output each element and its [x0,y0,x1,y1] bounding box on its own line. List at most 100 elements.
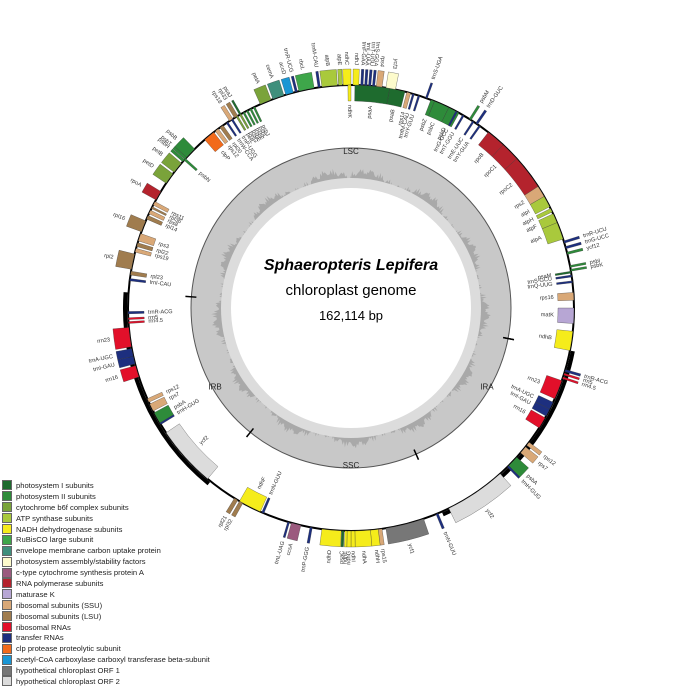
gene-trnS-UGA [425,82,433,99]
legend-label: photosystem II subunits [16,491,96,501]
gene-label: ycf1 [406,543,414,554]
gene-rpl2 [115,249,135,270]
gene-trnY-GUU [413,95,421,112]
legend-item: photosystem II subunits [2,491,302,502]
gene-psbI [569,262,587,268]
gene-label: psaM [537,273,552,281]
region-label-irb: IRB [208,383,221,392]
gene-psaC [340,530,345,548]
gene-label: psbF [253,127,264,141]
gene-label: rpl36 [168,214,182,225]
gene-label: ndhF [257,476,268,491]
gene-label: psaA [367,105,374,119]
gene-label: trnL-UAA [364,42,372,66]
gene-label: rps7 [536,461,548,473]
gene-trnP-GGG [306,527,313,544]
gene-label: rpl16 [112,212,126,222]
gene-psbK [570,266,587,272]
gene-petB [161,152,182,173]
gene-petD [152,163,174,184]
gene-label: trnM-CAU [309,43,318,68]
gene-label: rrn4.5 [581,382,597,392]
gene-trnQ-UUG [556,280,573,285]
legend-item: c-type cytochrome synthesis protein A [2,567,302,578]
legend-swatch [2,578,12,589]
gene-rrn16 [525,409,546,429]
gene-petA [253,84,272,105]
gene-label: ndhI [350,551,356,562]
gene-trnI-CAU [129,278,146,283]
gene-label: ndhD [326,550,333,564]
ira-boundary [503,336,515,341]
gc-outer-border [190,147,512,469]
gene-label: rps16 [540,295,554,302]
gene-ndhE [344,530,348,548]
gene-trnS-GCU [555,274,572,280]
legend-label: hypothetical chloroplast ORF 2 [16,676,120,686]
gene-label: rps19 [154,253,169,262]
gene-cemA [267,79,285,100]
gene-ycf2 [448,473,512,524]
gene-ycf12 [566,247,584,255]
legend-item: cytochrome b6f complex subunits [2,502,302,513]
legend-swatch [2,600,12,611]
gene-psaM [554,271,572,276]
gene-label: rrn16 [105,375,119,384]
gene-trnT-GGU [454,114,465,130]
gene-ndhK [347,84,352,102]
gene-label: rpoC1 [483,164,498,179]
gene-label: rpl21 [217,515,229,529]
gene-label: psbA [173,399,187,411]
gene-label: rps8 [166,218,178,228]
gene-rpoA [141,182,162,201]
gene-rps7 [149,396,168,412]
gene-trnR-ACG [564,369,581,377]
legend-label: RuBisCO large subunit [16,535,94,545]
gene-rpl33 [225,101,239,119]
irb-band [123,292,211,486]
gene-label: rrn23 [97,337,111,345]
gene-label: rpl23 [150,274,163,282]
gene-label: rpl2 [103,253,113,261]
gene-psbH [170,148,185,162]
gene-ycf3 [385,71,399,90]
legend-label: c-type cytochrome synthesis protein A [16,568,144,578]
legend-item: ribosomal subunits (LSU) [2,611,302,622]
genome-title: Sphaeropteris Lepifera [264,257,438,274]
gene-label: rps12 [165,384,180,395]
gene-trnN-GUU [261,497,271,514]
gene-label: rrn5 [148,315,158,321]
gene-ycf1 [385,518,430,545]
gene-rrn4.5 [128,320,145,324]
gene-trnG-UCC [565,241,582,249]
gene-label: psbN [197,171,211,184]
gene-trnI-GAU [531,401,550,417]
gene-psbF [246,109,256,126]
gene-label: psbJ [260,124,271,137]
gene-petL [235,115,247,131]
gene-label: rrn4.5 [148,318,163,325]
gene-ndhJ [352,68,360,86]
gene-psbM [468,105,480,121]
gene-label: atpA [530,235,543,245]
gene-rrn16 [119,365,140,383]
gene-rrn5 [128,316,145,320]
gene-trnR-UCU [563,235,580,244]
gene-label: trnI-CAU [149,280,171,289]
gene-label: trnI-GAU [93,362,116,373]
legend-label: NADH dehydrogenase subunits [16,524,123,534]
legend-item: clp protease proteolytic subunit [2,643,302,654]
gene-psbE [242,111,253,128]
genome-size: 162,114 bp [319,308,383,323]
gene-label: rpl22 [155,248,169,257]
gene-label: atpE [336,54,343,66]
legend-label: clp protease proteolytic subunit [16,644,121,654]
legend-swatch [2,676,12,687]
gene-label: rbcL [297,59,305,71]
gene-label: rps3 [157,241,169,250]
gene-ycf2 [165,423,219,480]
gene-psbB [174,137,195,158]
gene-trnW-CCA [226,121,237,137]
